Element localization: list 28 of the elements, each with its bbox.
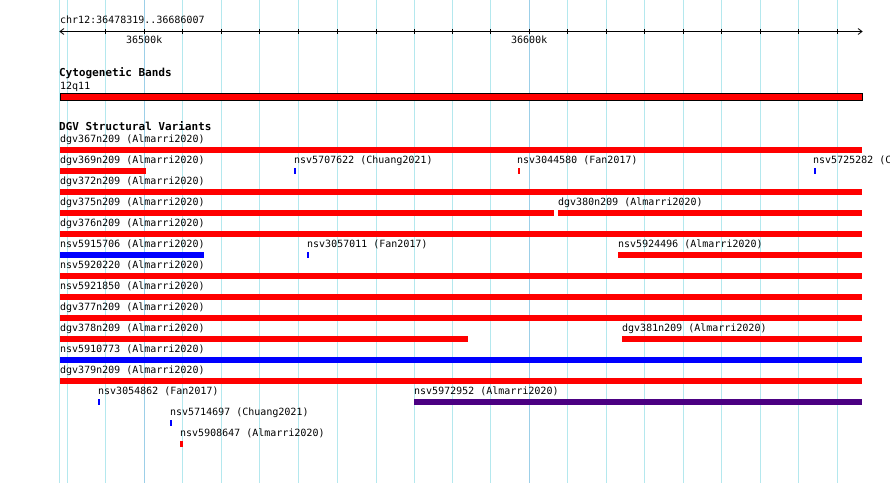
track-title: DGV Structural Variants — [59, 121, 212, 132]
feature-label: dgv381n209 (Almarri2020) — [622, 323, 766, 334]
feature-label: dgv380n209 (Almarri2020) — [558, 197, 702, 208]
feature-label: dgv376n209 (Almarri2020) — [60, 218, 204, 229]
coordinate-heading: chr12:36478319..36686007 — [60, 15, 204, 26]
feature-label: nsv5920220 (Almarri2020) — [60, 260, 204, 271]
feature-label: dgv367n209 (Almarri2020) — [60, 134, 204, 145]
feature-label: nsv3057011 (Fan2017) — [307, 239, 428, 250]
feature-label: nsv5910773 (Almarri2020) — [60, 344, 204, 355]
track-title: Cytogenetic Bands — [59, 67, 172, 78]
axis-tick-label: 36600k — [511, 35, 548, 46]
feature-label: dgv369n209 (Almarri2020) — [60, 155, 204, 166]
feature-label: nsv5707622 (Chuang2021) — [294, 155, 432, 166]
feature-label: dgv372n209 (Almarri2020) — [60, 176, 204, 187]
feature-label: dgv375n209 (Almarri2020) — [60, 197, 204, 208]
axis-tick-label: 36500k — [126, 35, 162, 46]
feature-label: nsv3054862 (Fan2017) — [98, 386, 218, 397]
feature-label: dgv379n209 (Almarri2020) — [60, 365, 204, 376]
band-label: 12q11 — [60, 81, 90, 92]
feature-label: nsv5908647 (Almarri2020) — [180, 428, 324, 439]
feature-label: nsv3044580 (Fan2017) — [517, 155, 638, 166]
feature-label: nsv5921850 (Almarri2020) — [60, 281, 204, 292]
feature-label: nsv5972952 (Almarri2020) — [414, 386, 558, 397]
feature-label: dgv377n209 (Almarri2020) — [60, 302, 204, 313]
feature-label: nsv5915706 (Almarri2020) — [60, 239, 204, 250]
feature-label: nsv5714697 (Chuang2021) — [170, 407, 308, 418]
feature-label: nsv5924496 (Almarri2020) — [618, 239, 762, 250]
feature-label: dgv378n209 (Almarri2020) — [60, 323, 204, 334]
